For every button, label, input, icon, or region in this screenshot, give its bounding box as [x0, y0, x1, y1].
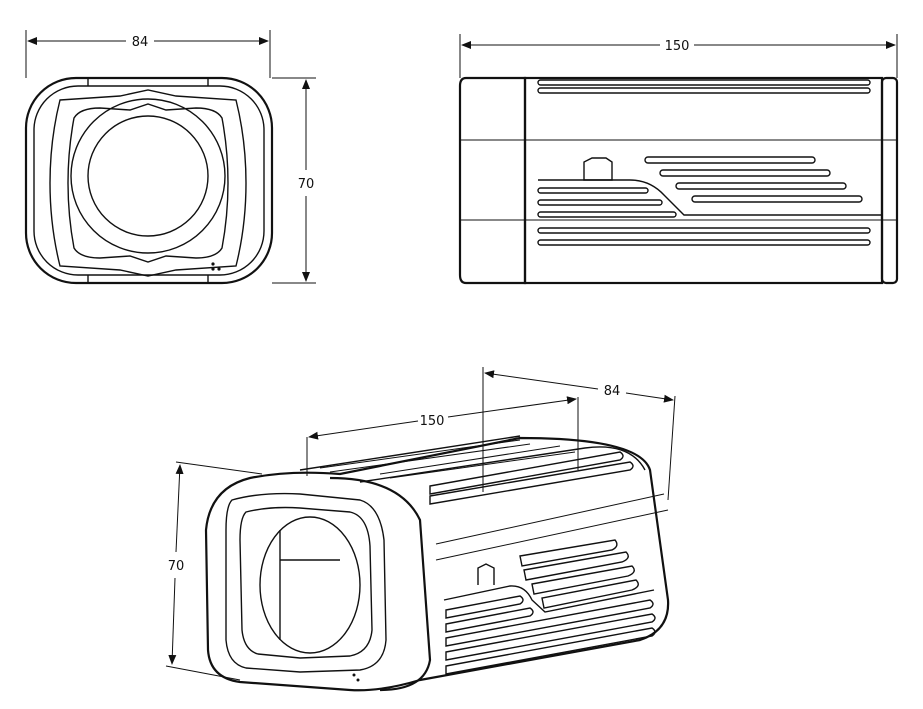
- side-view: 150: [458, 34, 899, 285]
- front-width-label: 84: [132, 35, 149, 50]
- perspective-width-label: 84: [604, 384, 621, 399]
- front-view: 84 70: [24, 30, 316, 285]
- perspective-view: 150 84 70: [165, 367, 676, 692]
- perspective-length-label: 150: [420, 414, 445, 429]
- side-length-label: 150: [665, 39, 690, 54]
- front-height-label: 70: [298, 177, 315, 192]
- perspective-height-label: 70: [168, 559, 185, 574]
